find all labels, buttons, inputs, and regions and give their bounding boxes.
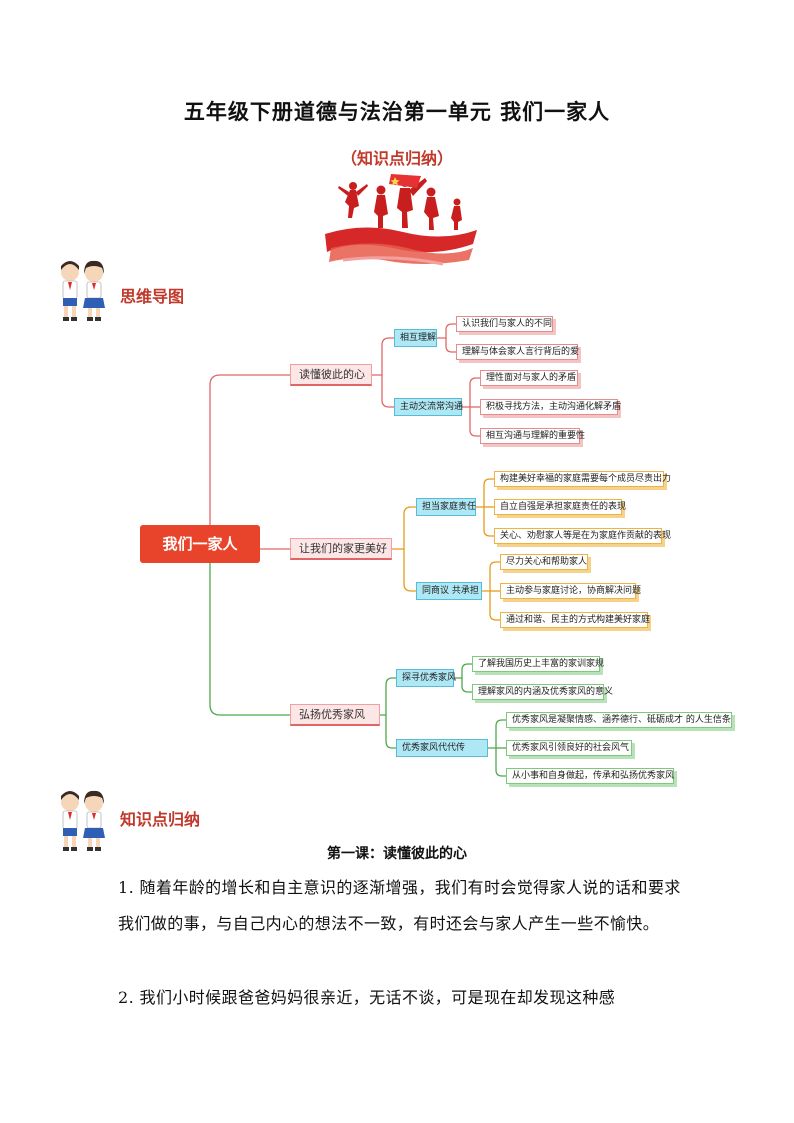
mindmap-branch: 让我们的家更美好	[290, 538, 392, 560]
mindmap-subtopic: 担当家庭责任	[416, 498, 476, 516]
mindmap-subtopic: 探寻优秀家风	[396, 669, 456, 687]
mindmap-leaf: 理性面对与家人的矛盾	[480, 370, 578, 386]
mindmap-leaf: 优秀家风是凝聚情感、涵养德行、砥砺成才 的人生信条	[506, 712, 732, 728]
mindmap-leaf: 自立自强是承担家庭责任的表现	[494, 499, 626, 515]
mindmap-leaf: 了解我国历史上丰富的家训家规	[472, 656, 604, 672]
mindmap-leaf: 优秀家风引领良好的社会风气	[506, 740, 632, 756]
mindmap-branch: 读懂彼此的心	[290, 364, 372, 386]
mindmap-subtopic: 相互理解	[394, 329, 437, 347]
mindmap-leaf: 积极寻找方法，主动沟通化解矛盾	[480, 399, 621, 415]
mindmap-leaf: 主动参与家庭讨论，协商解决问题	[500, 583, 641, 599]
mindmap-root: 我们一家人	[140, 525, 260, 563]
mindmap-leaf: 关心、劝慰家人等是在为家庭作贡献的表现	[494, 528, 671, 544]
paragraph-1: 1. 随着年龄的增长和自主意识的逐渐增强，我们有时会觉得家人说的话和要求我们做的…	[118, 878, 681, 933]
mindmap-connectors	[209, 323, 506, 777]
mindmap-branch: 弘扬优秀家风	[290, 704, 380, 726]
page-title: 五年级下册道德与法治第一单元 我们一家人	[183, 99, 611, 124]
section-title-knowledge: 知识点归纳	[120, 810, 201, 829]
students-icon	[61, 790, 105, 851]
mindmap-subtopic: 优秀家风代代传	[396, 739, 488, 757]
mindmap-leaf: 理解与体会家人言行背后的爱	[456, 344, 579, 360]
mindmap-leaf: 理解家风的内涵及优秀家风的意义	[472, 684, 613, 700]
mindmap-leaf: 从小事和自身做起，传承和弘扬优秀家风	[506, 768, 674, 784]
mindmap-subtopic: 同商议 共承担	[416, 582, 482, 600]
mindmap-leaf: 认识我们与家人的不同	[456, 316, 553, 332]
mindmap-leaf: 通过和谐、民主的方式构建美好家庭	[500, 612, 650, 628]
mindmap-leaf: 相互沟通与理解的重要性	[480, 428, 585, 444]
page-subtitle: （知识点归纳）	[340, 149, 453, 168]
mindmap-subtopic: 主动交流常沟通	[394, 398, 463, 416]
paragraph-2: 2. 我们小时候跟爸爸妈妈很亲近，无话不谈，可是现在却发现这种感	[118, 988, 616, 1007]
mindmap-leaf: 构建美好幸福的家庭需要每个成员尽责出力	[494, 471, 671, 487]
students-icon	[61, 260, 105, 321]
section-title-mindmap: 思维导图	[120, 287, 185, 306]
mindmap-leaf: 尽力关心和帮助家人	[500, 554, 588, 570]
lesson-title: 第一课：读懂彼此的心	[327, 846, 467, 862]
banner-image	[325, 174, 477, 266]
